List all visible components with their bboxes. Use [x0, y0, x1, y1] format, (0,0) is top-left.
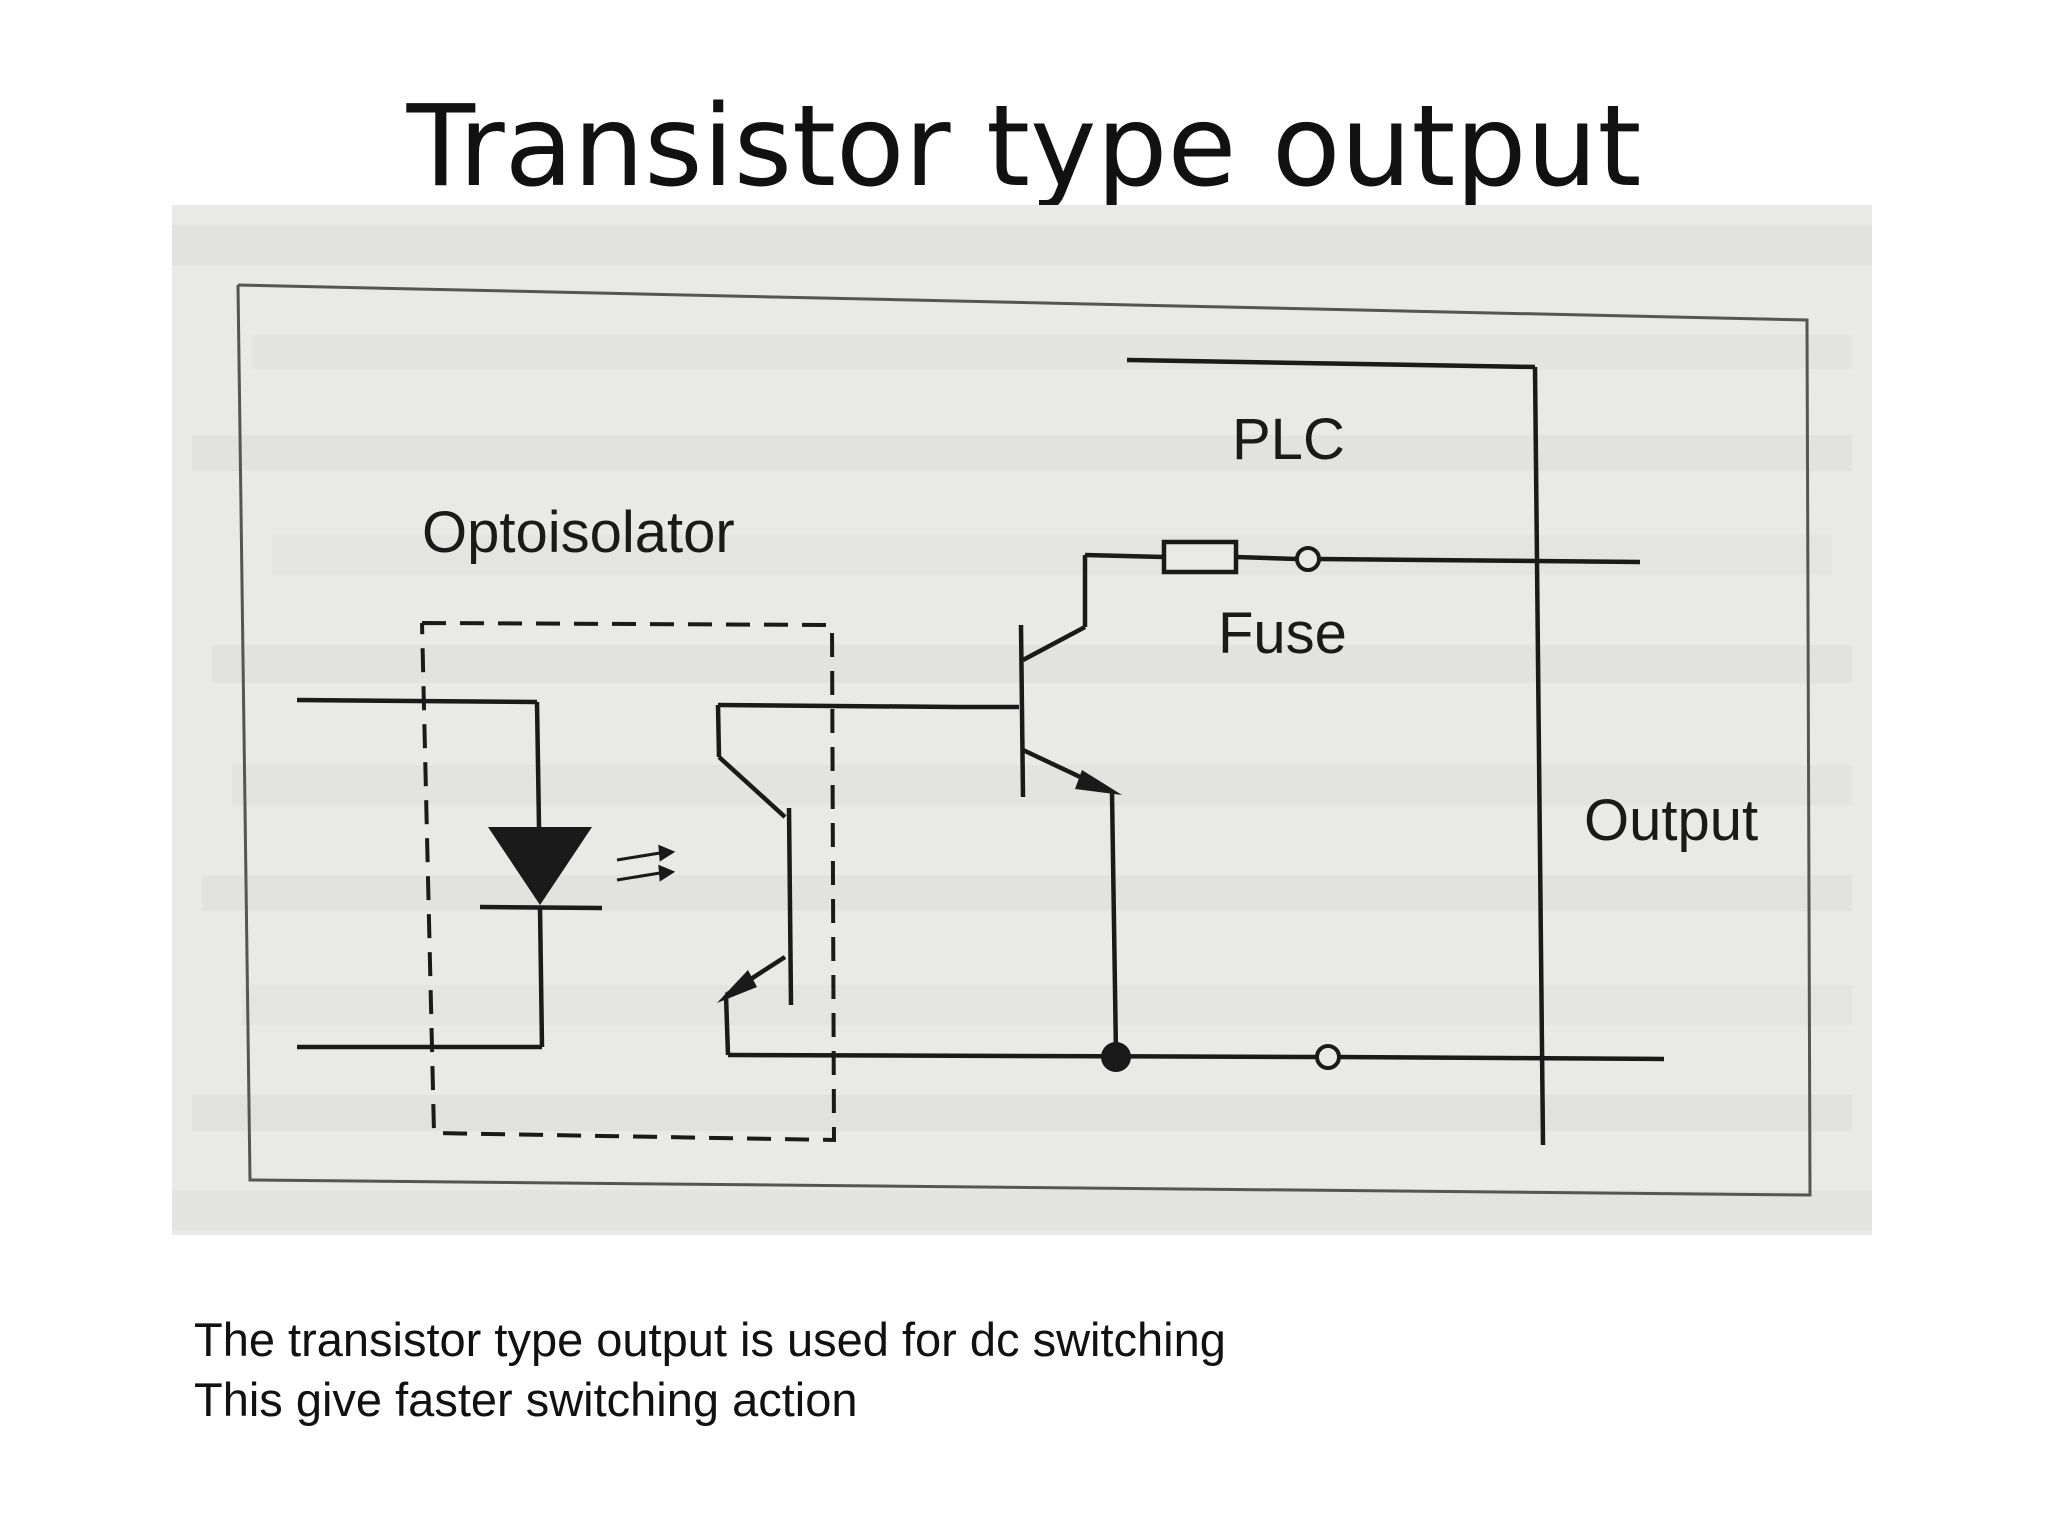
fuse-label: Fuse	[1218, 601, 1347, 666]
slide-title: Transistor type output	[406, 82, 1642, 212]
led-triangle	[488, 827, 592, 905]
output-transistor-emitter-arrow	[1075, 770, 1122, 795]
output-label: Output	[1584, 788, 1758, 853]
light-arrows	[616, 844, 676, 882]
junction-dot	[1101, 1042, 1131, 1072]
caption-line-1: The transistor type output is used for d…	[194, 1313, 1226, 1366]
optoisolator-box	[420, 621, 837, 1143]
circuit-diagram: PLC Optoisolator Fuse Output	[172, 225, 1872, 1230]
fuse-circuit	[1084, 539, 1641, 575]
upper-output-terminal	[1295, 546, 1321, 572]
figure-border	[236, 283, 1812, 1197]
led-circuit	[296, 697, 603, 1050]
lower-output-terminal	[1315, 1044, 1341, 1070]
optoisolator-label: Optoisolator	[422, 500, 735, 565]
common-line	[727, 1052, 1665, 1062]
page-bleed-through	[172, 225, 1872, 1230]
circuit-photo: PLC Optoisolator Fuse Output	[172, 205, 1872, 1235]
caption-line-2: This give faster switching action	[194, 1373, 858, 1426]
plc-label: PLC	[1232, 407, 1345, 472]
phototransistor	[715, 702, 958, 1056]
phototransistor-emitter-arrow	[717, 970, 757, 1003]
plc-enclosure	[1126, 357, 1546, 1146]
caption: The transistor type output is used for d…	[194, 1310, 1226, 1430]
